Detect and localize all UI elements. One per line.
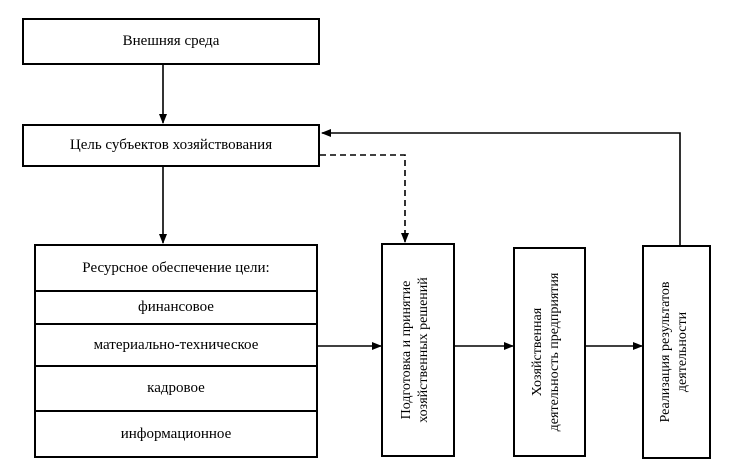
goal-label: Цель субъектов хозяйствования — [69, 137, 273, 153]
resources-title: Ресурсное обеспечение цели: — [82, 259, 270, 276]
business-activity-box: Хозяйственная деятельность предприятия — [513, 247, 586, 457]
arrow-goal-to-decision-dashed — [320, 154, 409, 243]
goal-box: Цель субъектов хозяйствования — [22, 124, 320, 167]
resource-item-financial: финансовое — [36, 292, 316, 325]
arrow-results-to-goal-feedback — [321, 129, 681, 245]
resource-item-material: материально-техническое — [36, 325, 316, 367]
business-activity-label: Хозяйственная деятельность предприятия — [530, 272, 562, 432]
external-environment-label: Внешняя среда — [122, 33, 220, 49]
decision-box: Подготовка и принятие хозяйственных реше… — [381, 243, 455, 457]
external-environment-box: Внешняя среда — [22, 18, 320, 65]
resource-item-information: информационное — [120, 425, 232, 442]
results-box: Реализация результатов деятельности — [642, 245, 711, 459]
decision-label: Подготовка и принятие хозяйственных реше… — [399, 277, 431, 423]
resources-box: Ресурсное обеспечение цели: финансовое м… — [34, 244, 318, 458]
resources-title-row: Ресурсное обеспечение цели: — [36, 246, 316, 292]
resource-item-personnel: кадровое — [36, 367, 316, 412]
results-label: Реализация результатов деятельности — [658, 281, 690, 423]
